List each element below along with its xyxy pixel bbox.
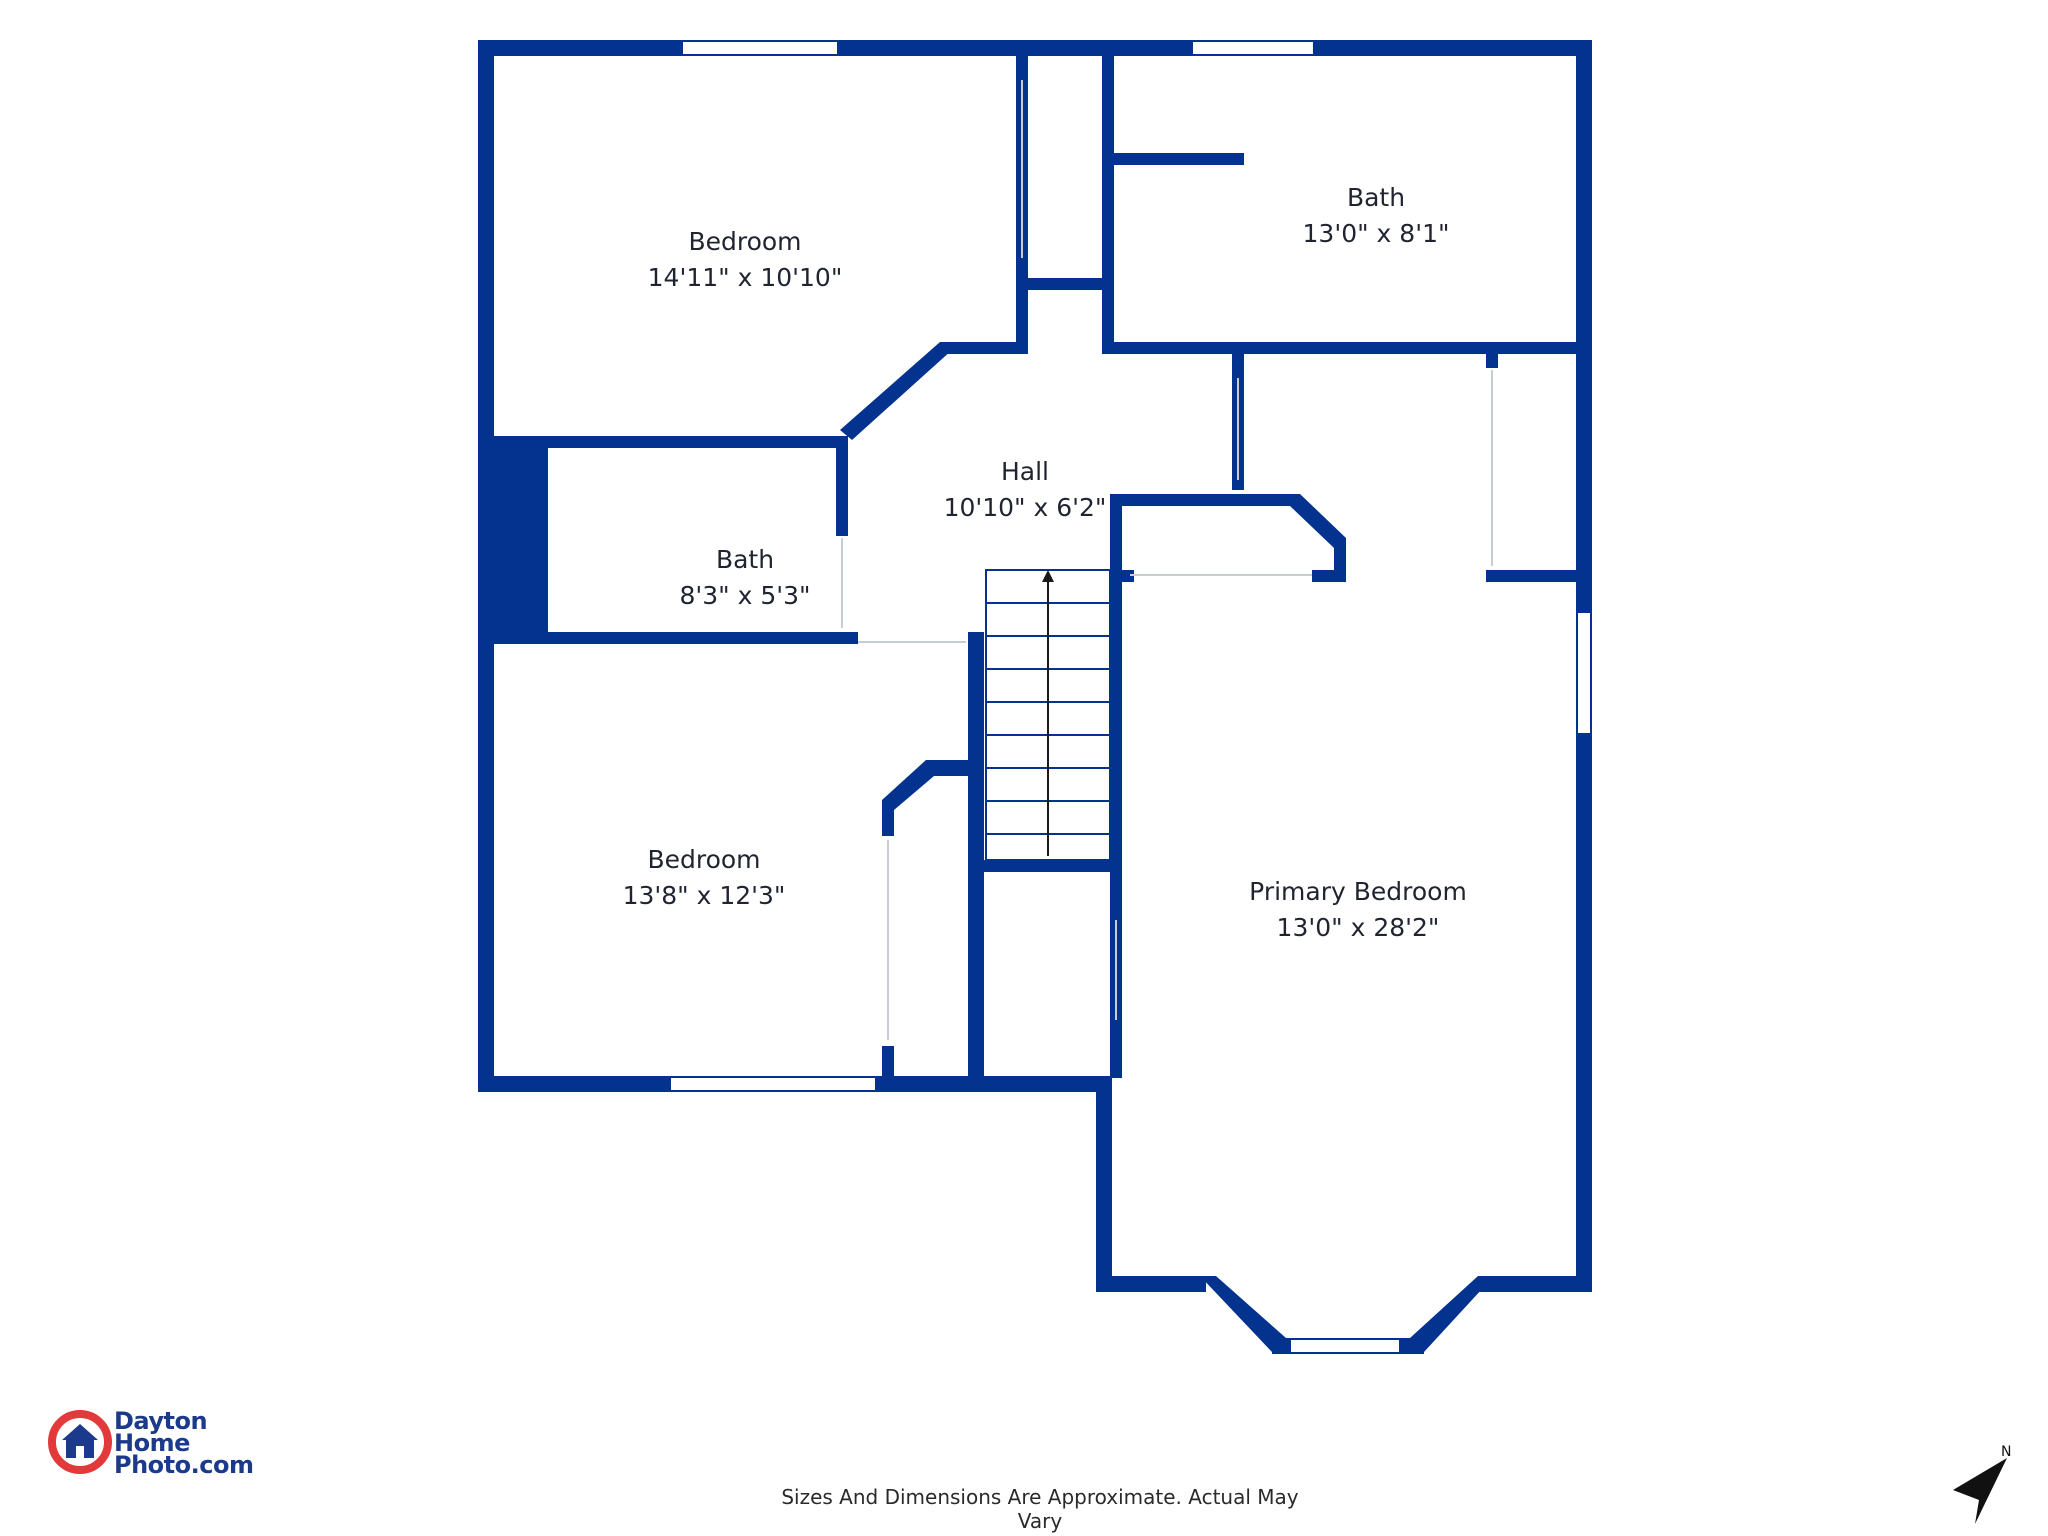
room-label-bedroom-2: Bedroom 13'8" x 12'3" [623, 842, 786, 914]
logo: Dayton Home Photo.com [48, 1407, 268, 1490]
room-name: Bedroom [688, 227, 802, 256]
room-label-hall: Hall 10'10" x 6'2" [944, 454, 1107, 526]
disclaimer-text: Sizes And Dimensions Are Approximate. Ac… [781, 1485, 1299, 1533]
door-openings [841, 80, 1493, 1040]
room-label-primary-bedroom: Primary Bedroom 13'0" x 28'2" [1249, 874, 1467, 946]
room-size: 8'3" x 5'3" [679, 581, 811, 610]
room-label-bath-2: Bath 8'3" x 5'3" [679, 542, 810, 614]
room-name: Bath [715, 545, 775, 574]
stairs [985, 569, 1111, 861]
room-size: 13'0" x 8'1" [1302, 219, 1450, 248]
windows [669, 40, 1592, 1354]
room-label-bath-1: Bath 13'0" x 8'1" [1303, 180, 1450, 252]
room-name: Hall [1000, 457, 1049, 486]
room-name: Primary Bedroom [1249, 877, 1467, 906]
room-size: 13'0" x 28'2" [1276, 913, 1440, 942]
room-size: 13'8" x 12'3" [622, 881, 786, 910]
room-size: 10'10" x 6'2" [943, 493, 1107, 522]
compass: N [1935, 1440, 2015, 1530]
room-name: Bedroom [647, 845, 761, 874]
room-label-bedroom-1: Bedroom 14'11" x 10'10" [648, 224, 843, 296]
room-name: Bath [1346, 183, 1406, 212]
north-label: N [2001, 1444, 2011, 1460]
logo-house-icon [48, 1410, 112, 1474]
logo-text: Dayton Home Photo.com [114, 1407, 254, 1479]
room-size: 14'11" x 10'10" [647, 263, 843, 292]
north-arrow-icon: N [1953, 1444, 2011, 1524]
